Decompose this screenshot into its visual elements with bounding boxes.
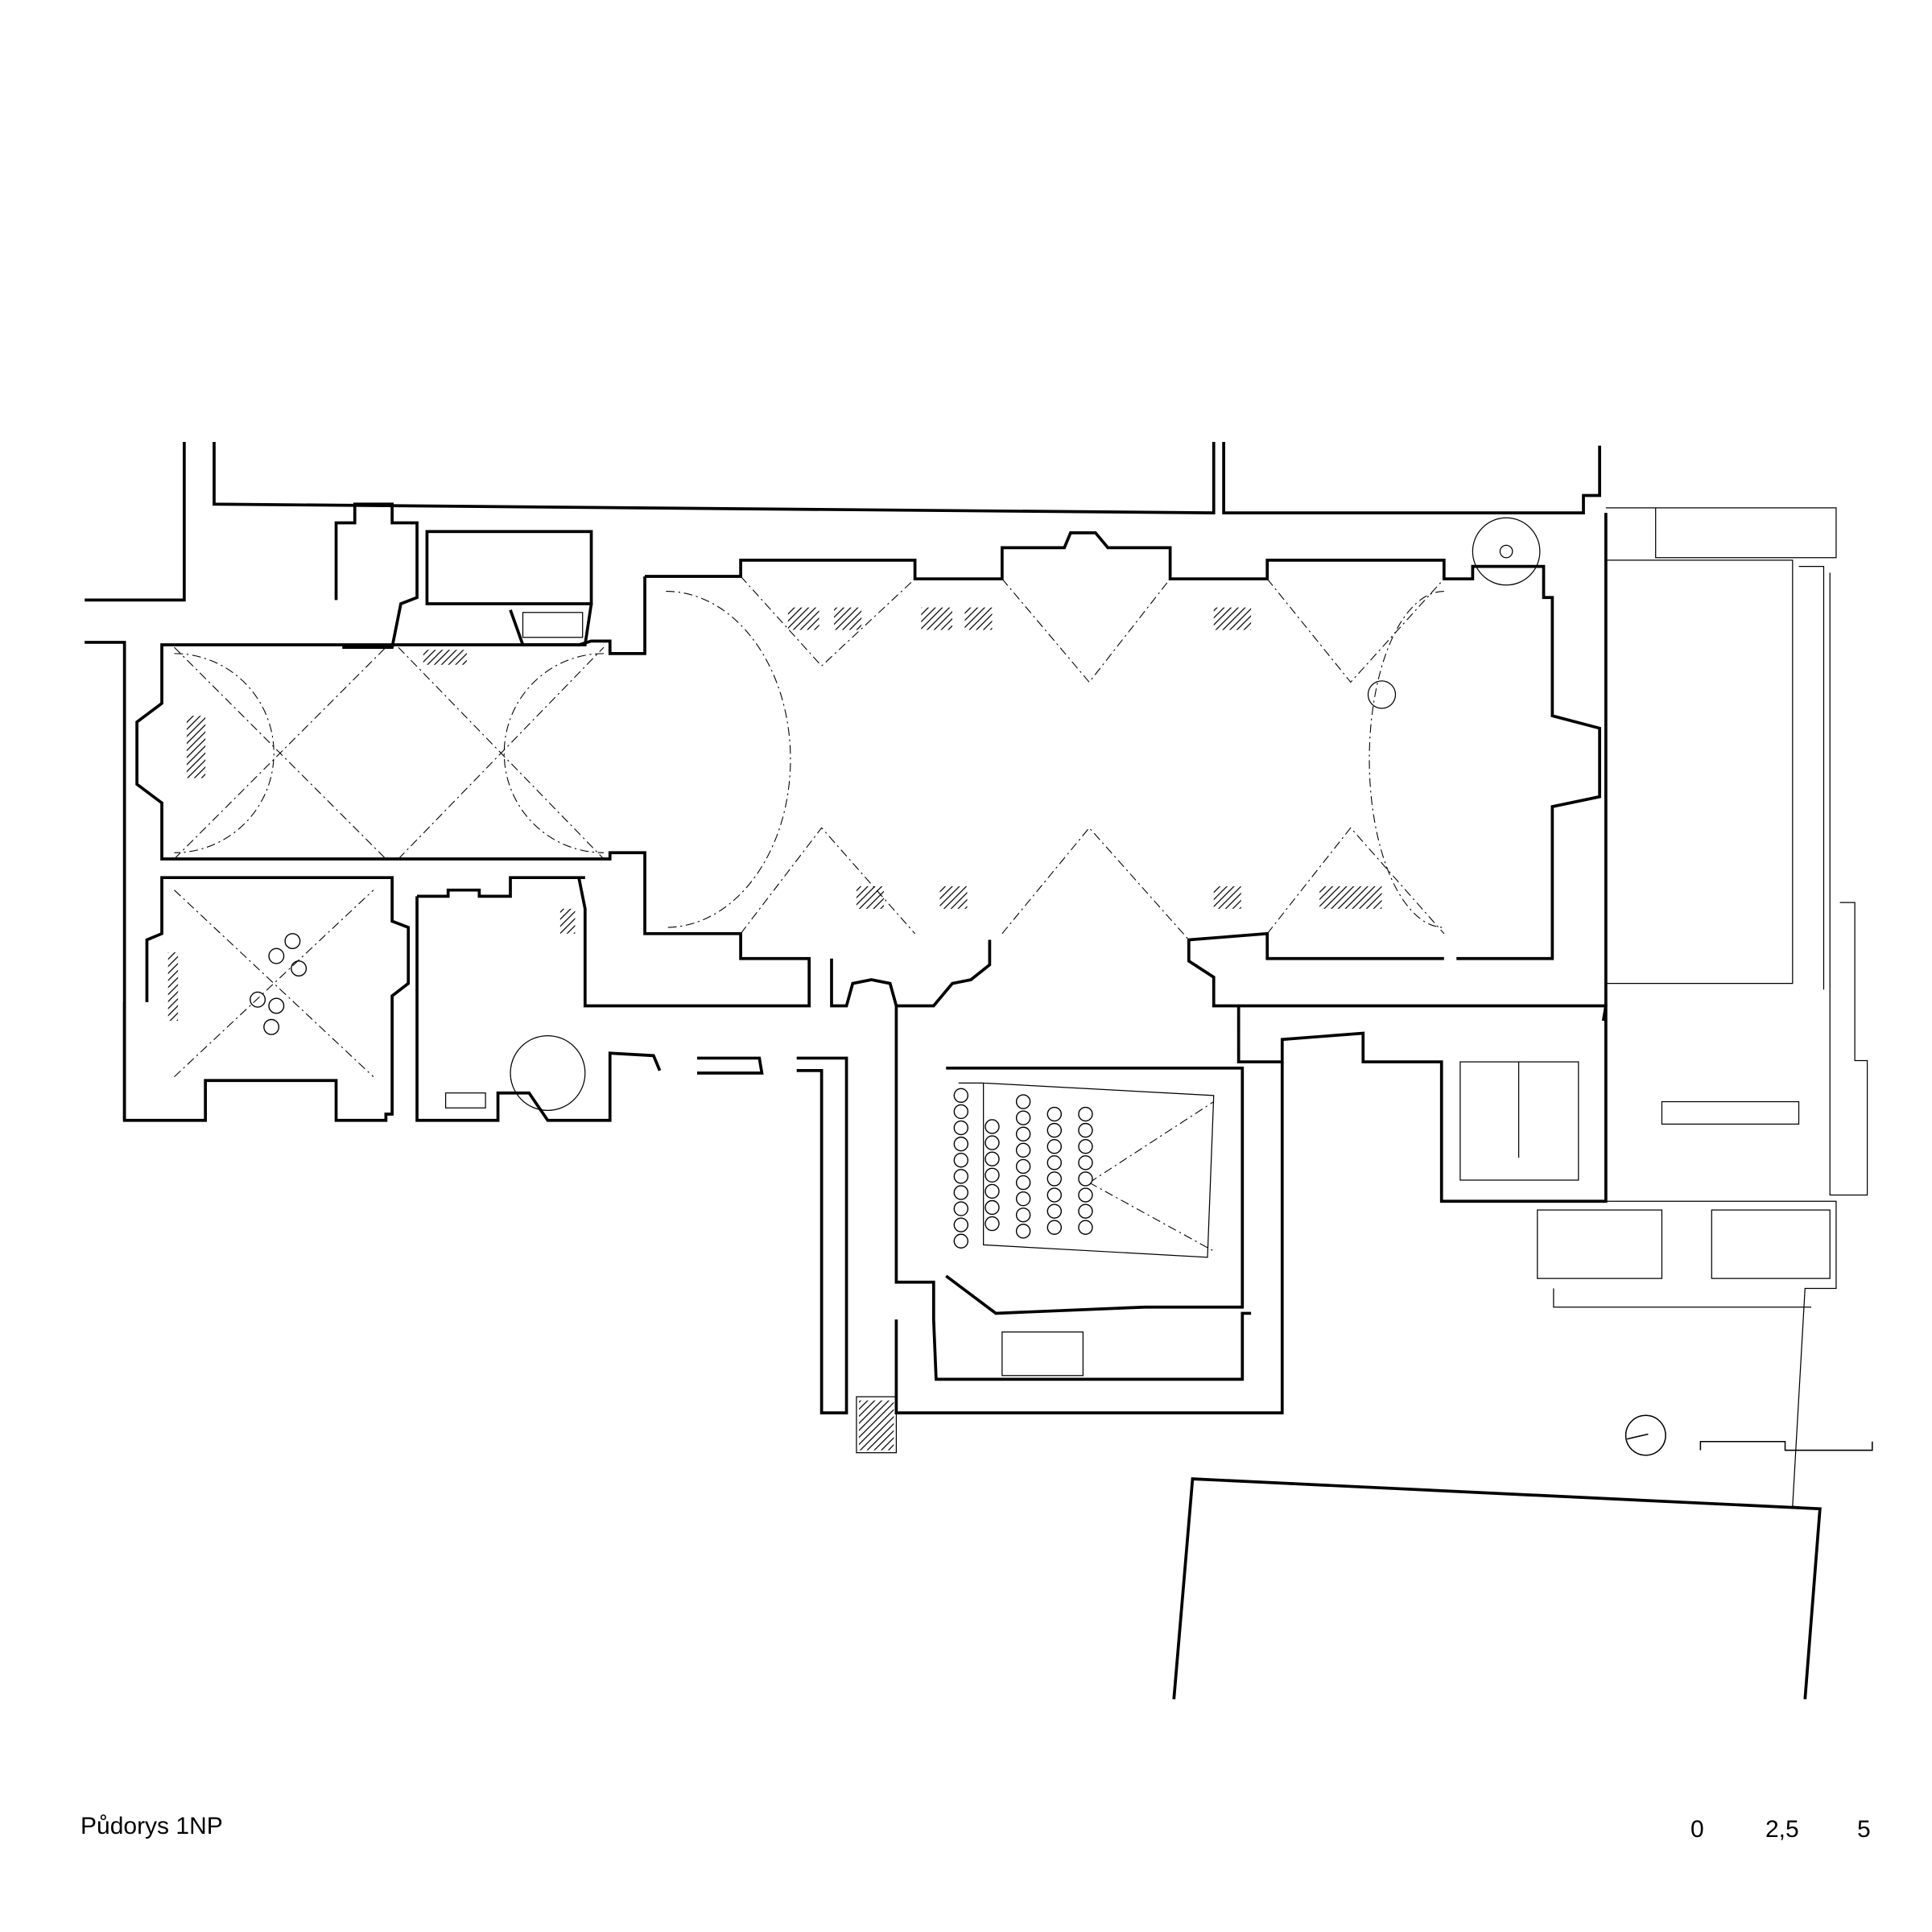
seat [1015,1158,1031,1174]
seat [1078,1171,1093,1187]
seat [953,1169,969,1184]
seat [985,1216,1000,1232]
seat [985,1167,1000,1183]
seat [1046,1203,1062,1219]
seat [1078,1220,1093,1235]
staircase-east [1459,1061,1579,1181]
seat [1015,1142,1031,1158]
seat [953,1088,969,1104]
seat [1015,1174,1031,1191]
lower-left-rooms [122,876,848,1415]
seat [1046,1171,1062,1187]
seat [985,1199,1000,1216]
seat [985,1151,1000,1166]
table-seat [268,947,285,964]
drawing-title: Půdorys 1NP [80,1813,223,1839]
seat [1046,1122,1062,1138]
boundary-walls [85,441,1601,1121]
table-seat [250,991,266,1008]
scale-label-2-5: 2,5 [1765,1816,1799,1843]
north-rooms [334,502,593,649]
seat [953,1233,969,1249]
seat [1015,1110,1031,1125]
seating [250,933,1093,1249]
seat [1046,1187,1062,1203]
seat [1015,1191,1031,1207]
stairs-lower [1001,1331,1084,1377]
seat [1078,1139,1093,1154]
hatched-columns [167,607,1382,1022]
plot-boundary-south [1172,1477,1822,1699]
seat [953,1201,969,1216]
table-seat [263,1018,280,1035]
scale-bar [1699,1440,1873,1451]
terraces-east [1537,507,1868,1509]
seat [953,1185,969,1200]
vault-lines [174,576,1445,1078]
seat [953,1153,969,1168]
seat [1078,1203,1093,1219]
seat [985,1119,1000,1134]
seat [953,1217,969,1232]
seat [985,1135,1000,1150]
seat [953,1136,969,1152]
cinema-block [856,1005,1284,1454]
seat [1078,1187,1093,1203]
seat [1046,1220,1062,1235]
scale-label-5: 5 [1857,1816,1871,1843]
seat [1078,1155,1093,1170]
north-arrow-icon [1624,1414,1666,1456]
table-seat [284,933,301,950]
seat [1015,1224,1031,1239]
seat [1046,1106,1062,1122]
seat [1015,1094,1031,1109]
seat [953,1120,969,1136]
seat [1078,1106,1093,1122]
seat [1078,1122,1093,1138]
seat [953,1104,969,1120]
table-seat [291,960,308,977]
nave-walls [135,513,1608,1203]
spiral-stair [510,517,1541,1111]
seat [1046,1155,1062,1170]
table-seat [268,997,285,1014]
scale-label-0: 0 [1690,1816,1704,1843]
seat [1015,1126,1031,1141]
seat [1015,1208,1031,1223]
seat [985,1183,1000,1199]
seat [1046,1139,1062,1154]
